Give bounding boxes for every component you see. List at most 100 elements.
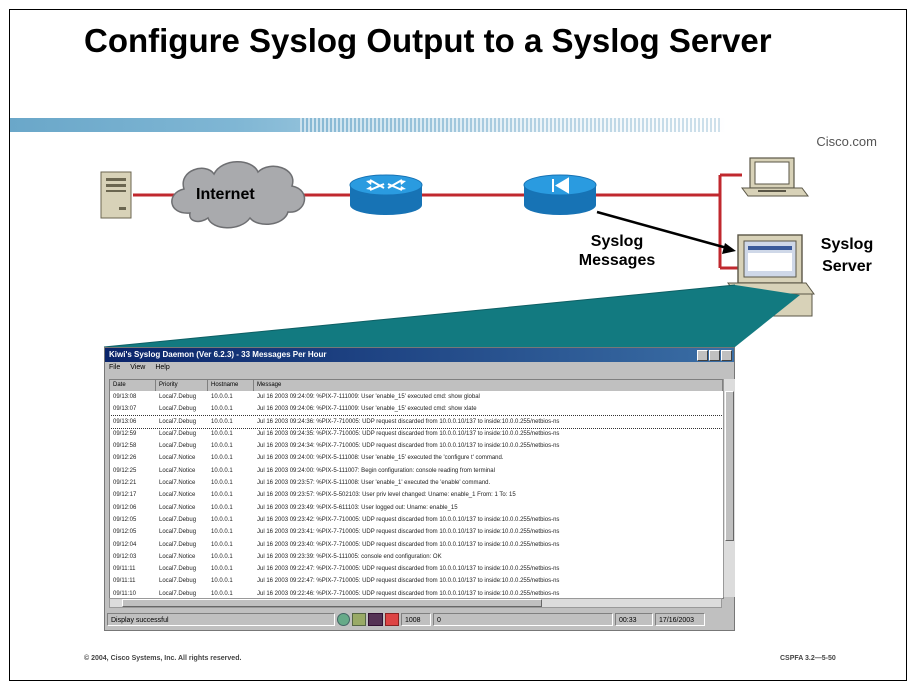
cell-priority: Local7.Notice xyxy=(159,467,196,474)
syslog-messages-label-line1: Syslog xyxy=(590,233,644,250)
cell-hostname: 10.0.0.1 xyxy=(211,492,233,499)
syslog-server-label: Syslog Server xyxy=(812,234,882,278)
cell-date: 09/12:26 xyxy=(113,455,137,462)
cell-priority: Local7.Notice xyxy=(159,504,196,511)
cell-priority: Local7.Notice xyxy=(159,455,196,462)
cell-message: Jul 16 2003 09:24:09: %PIX-7-111009: Use… xyxy=(257,394,480,400)
cell-message: Jul 16 2003 09:22:46: %PIX-7-710005: UDP… xyxy=(257,590,560,597)
zoom-projection xyxy=(104,285,800,347)
copyright-footer: © 2004, Cisco Systems, Inc. All rights r… xyxy=(84,655,242,662)
cell-message: Jul 16 2003 09:24:35: %PIX-7-710005: UDP… xyxy=(257,430,560,437)
column-header-date[interactable]: Date xyxy=(110,380,156,391)
column-header-message[interactable]: Message xyxy=(254,380,723,391)
column-header-priority[interactable]: Priority xyxy=(156,380,208,391)
cell-hostname: 10.0.0.1 xyxy=(211,566,233,573)
cell-hostname: 10.0.0.1 xyxy=(211,443,233,450)
cell-hostname: 10.0.0.1 xyxy=(211,394,233,400)
syslog-menubar: File View Help xyxy=(105,362,734,373)
cell-priority: Local7.Debug xyxy=(159,529,197,536)
cell-hostname: 10.0.0.1 xyxy=(211,504,233,511)
status-rate: 00:33 xyxy=(615,612,653,626)
cell-date: 09/12:25 xyxy=(113,467,137,474)
cell-hostname: 10.0.0.1 xyxy=(211,480,233,487)
syslog-server-label-line1: Syslog xyxy=(820,236,874,253)
syslog-arrow xyxy=(596,210,736,254)
cell-priority: Local7.Notice xyxy=(159,492,196,499)
brand-label: Cisco.com xyxy=(816,134,877,149)
internet-label: Internet xyxy=(196,186,255,203)
cell-date: 09/12:21 xyxy=(113,480,137,487)
cell-priority: Local7.Debug xyxy=(159,578,197,585)
slide-title: Configure Syslog Output to a Syslog Serv… xyxy=(84,22,772,59)
syslog-messages-label: Syslog Messages xyxy=(572,232,662,270)
cell-date: 09/13:06 xyxy=(113,418,137,425)
status-chart-icon xyxy=(351,612,366,626)
cell-priority: Local7.Debug xyxy=(159,516,197,523)
status-count: 1008 xyxy=(401,612,431,626)
cell-priority: Local7.Debug xyxy=(159,541,197,548)
close-button[interactable] xyxy=(721,350,732,361)
cell-hostname: 10.0.0.1 xyxy=(211,467,233,474)
status-percent: 0 xyxy=(433,612,613,626)
table-row[interactable]: 09/12:25 Local7.Notice 10.0.0.1 Jul 16 2003… xyxy=(110,465,723,477)
syslog-window-titlebar[interactable]: Kiwi's Syslog Daemon (Ver 6.2.3) - 33 Me… xyxy=(105,348,734,362)
cell-hostname: 10.0.0.1 xyxy=(211,578,233,585)
cell-date: 09/13:08 xyxy=(113,394,137,400)
column-header-hostname[interactable]: Hostname xyxy=(208,380,254,391)
table-row[interactable]: 09/13:08 Local7.Debug 10.0.0.1 Jul 16 2003 … xyxy=(110,391,723,403)
menu-view[interactable]: View xyxy=(130,364,146,371)
slide-id-footer: CSPFA 3.2—5-50 xyxy=(780,655,836,662)
cell-message: Jul 16 2003 09:24:34: %PIX-7-710005: UDP… xyxy=(257,443,560,450)
status-icons xyxy=(337,612,399,626)
cell-hostname: 10.0.0.1 xyxy=(211,418,233,425)
cell-date: 09/12:04 xyxy=(113,541,137,548)
minimize-button[interactable] xyxy=(697,350,708,361)
cell-date: 09/11:10 xyxy=(113,590,136,597)
cell-message: Jul 16 2003 09:22:47: %PIX-7-710005: UDP… xyxy=(257,566,560,573)
cell-priority: Local7.Debug xyxy=(159,418,197,425)
menu-help[interactable]: Help xyxy=(155,364,170,371)
cell-priority: Local7.Notice xyxy=(159,480,196,487)
table-row[interactable]: 09/12:17 Local7.Notice 10.0.0.1 Jul 16 2003… xyxy=(110,489,723,501)
cell-message: Jul 16 2003 09:23:57: %PIX-5-502103: Use… xyxy=(257,492,516,499)
router-icon xyxy=(349,174,423,215)
cell-date: 09/12:58 xyxy=(113,443,137,450)
cell-date: 09/12:03 xyxy=(113,553,137,560)
cell-message: Jul 16 2003 09:24:00: %PIX-5-111007: Beg… xyxy=(257,467,495,474)
desktop-pc-icon xyxy=(741,157,809,197)
cell-date: 09/12:05 xyxy=(113,529,137,536)
cell-priority: Local7.Debug xyxy=(159,406,197,413)
cell-hostname: 10.0.0.1 xyxy=(211,529,233,536)
cell-message: Jul 16 2003 09:23:39: %PIX-5-111005: con… xyxy=(257,553,442,560)
horizontal-scroll-thumb[interactable] xyxy=(122,599,542,607)
status-graph-icon xyxy=(367,612,384,626)
vertical-scroll-thumb[interactable] xyxy=(725,391,734,541)
cell-priority: Local7.Debug xyxy=(159,394,197,400)
cell-date: 09/11:11 xyxy=(113,578,136,585)
maximize-button[interactable] xyxy=(709,350,720,361)
cell-message: Jul 16 2003 09:24:00: %PIX-5-111008: Use… xyxy=(257,455,504,462)
cell-date: 09/12:17 xyxy=(113,492,137,499)
cell-hostname: 10.0.0.1 xyxy=(211,590,233,597)
horizontal-scrollbar[interactable] xyxy=(109,598,722,608)
cell-hostname: 10.0.0.1 xyxy=(211,430,233,437)
vertical-scrollbar[interactable] xyxy=(723,379,735,597)
menu-file[interactable]: File xyxy=(109,364,121,371)
cell-message: Jul 16 2003 09:24:06: %PIX-7-111009: Use… xyxy=(257,406,477,413)
